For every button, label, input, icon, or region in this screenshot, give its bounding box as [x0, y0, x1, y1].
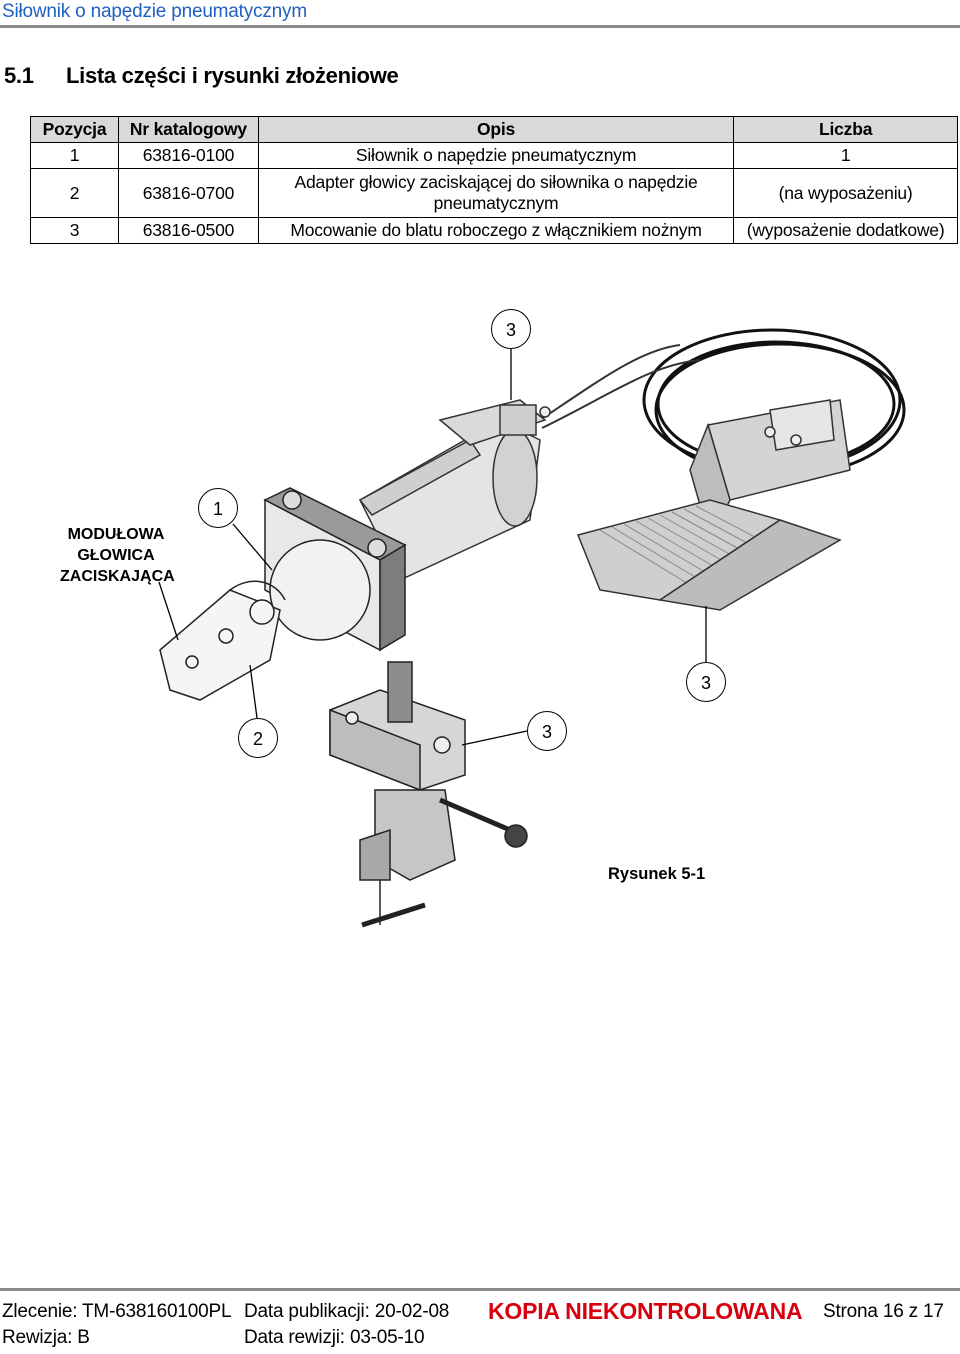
document-footer: Zlecenie: TM-638160100PL Data publikacji…: [0, 1296, 960, 1354]
callout-3-mount: 3: [527, 711, 567, 751]
cell-quantity: (na wyposażeniu): [733, 168, 958, 218]
table-row: 2 63816-0700 Adapter głowicy zaciskające…: [30, 168, 958, 218]
parts-table: Pozycja Nr katalogowy Opis Liczba 1 6381…: [30, 116, 958, 244]
table-row: 1 63816-0100 Siłownik o napędzie pneumat…: [30, 142, 958, 169]
cell-catalog: 63816-0100: [117, 142, 259, 169]
cell-quantity: 1: [733, 142, 958, 169]
crimp-head-label: MODUŁOWA GŁOWICA ZACISKAJĄCA: [60, 524, 175, 587]
column-header-catalog: Nr katalogowy: [117, 116, 259, 143]
header-divider: [0, 25, 960, 28]
cell-position: 1: [30, 142, 119, 169]
order-number: Zlecenie: TM-638160100PL: [2, 1301, 232, 1322]
leader-lines: [158, 349, 707, 746]
cell-position: 3: [30, 217, 119, 244]
head-label-line: MODUŁOWA: [67, 526, 165, 543]
table-header-row: Pozycja Nr katalogowy Opis Liczba: [30, 116, 958, 143]
head-label-line: GŁOWICA: [77, 547, 155, 564]
document-header: Siłownik o napędzie pneumatycznym: [0, 0, 960, 26]
revision-date: Data rewizji: 03-05-10: [244, 1327, 425, 1348]
cell-catalog: 63816-0700: [117, 168, 259, 218]
revision: Rewizja: B: [2, 1327, 90, 1348]
section-title: Lista części i rysunki złożeniowe: [66, 63, 399, 88]
section-heading: 5.1 Lista części i rysunki złożeniowe: [4, 63, 399, 89]
cell-position: 2: [30, 168, 119, 218]
section-number: 5.1: [4, 63, 34, 88]
crimp-head: [159, 580, 286, 701]
page-number: Strona 16 z 17: [823, 1301, 944, 1322]
callout-1: 1: [198, 488, 238, 528]
callout-2: 2: [238, 718, 278, 758]
head-label-line: ZACISKAJĄCA: [60, 568, 175, 585]
column-header-description: Opis: [257, 116, 735, 143]
cell-catalog: 63816-0500: [117, 217, 259, 244]
assembly-drawing: [158, 328, 906, 928]
figure-caption: Rysunek 5-1: [608, 865, 706, 883]
bench-mount: [329, 661, 528, 928]
cell-description: Siłownik o napędzie pneumatycznym: [257, 142, 735, 169]
cell-description-line1: Adapter głowicy zaciskającej do siłownik…: [294, 172, 698, 192]
document-title: Siłownik o napędzie pneumatycznym: [2, 1, 307, 22]
footer-divider: [0, 1288, 960, 1291]
table-row: 3 63816-0500 Mocowanie do blatu roboczeg…: [30, 217, 958, 244]
cell-description: Mocowanie do blatu roboczego z włączniki…: [257, 217, 735, 244]
callout-3-top: 3: [491, 309, 531, 349]
clamp-block: [263, 487, 407, 652]
cell-description-line2: pneumatycznym: [433, 193, 559, 213]
callout-3-pedal: 3: [686, 662, 726, 702]
column-header-quantity: Liczba: [733, 116, 958, 143]
foot-pedal: [576, 399, 851, 611]
cell-quantity: (wyposażenie dodatkowe): [733, 217, 958, 244]
uncontrolled-copy-stamp: KOPIA NIEKONTROLOWANA: [488, 1298, 803, 1324]
publication-date: Data publikacji: 20-02-08: [244, 1301, 450, 1322]
column-header-position: Pozycja: [30, 116, 119, 143]
pneumatic-cylinder: [358, 399, 551, 581]
cell-description: Adapter głowicy zaciskającej do siłownik…: [257, 168, 735, 218]
